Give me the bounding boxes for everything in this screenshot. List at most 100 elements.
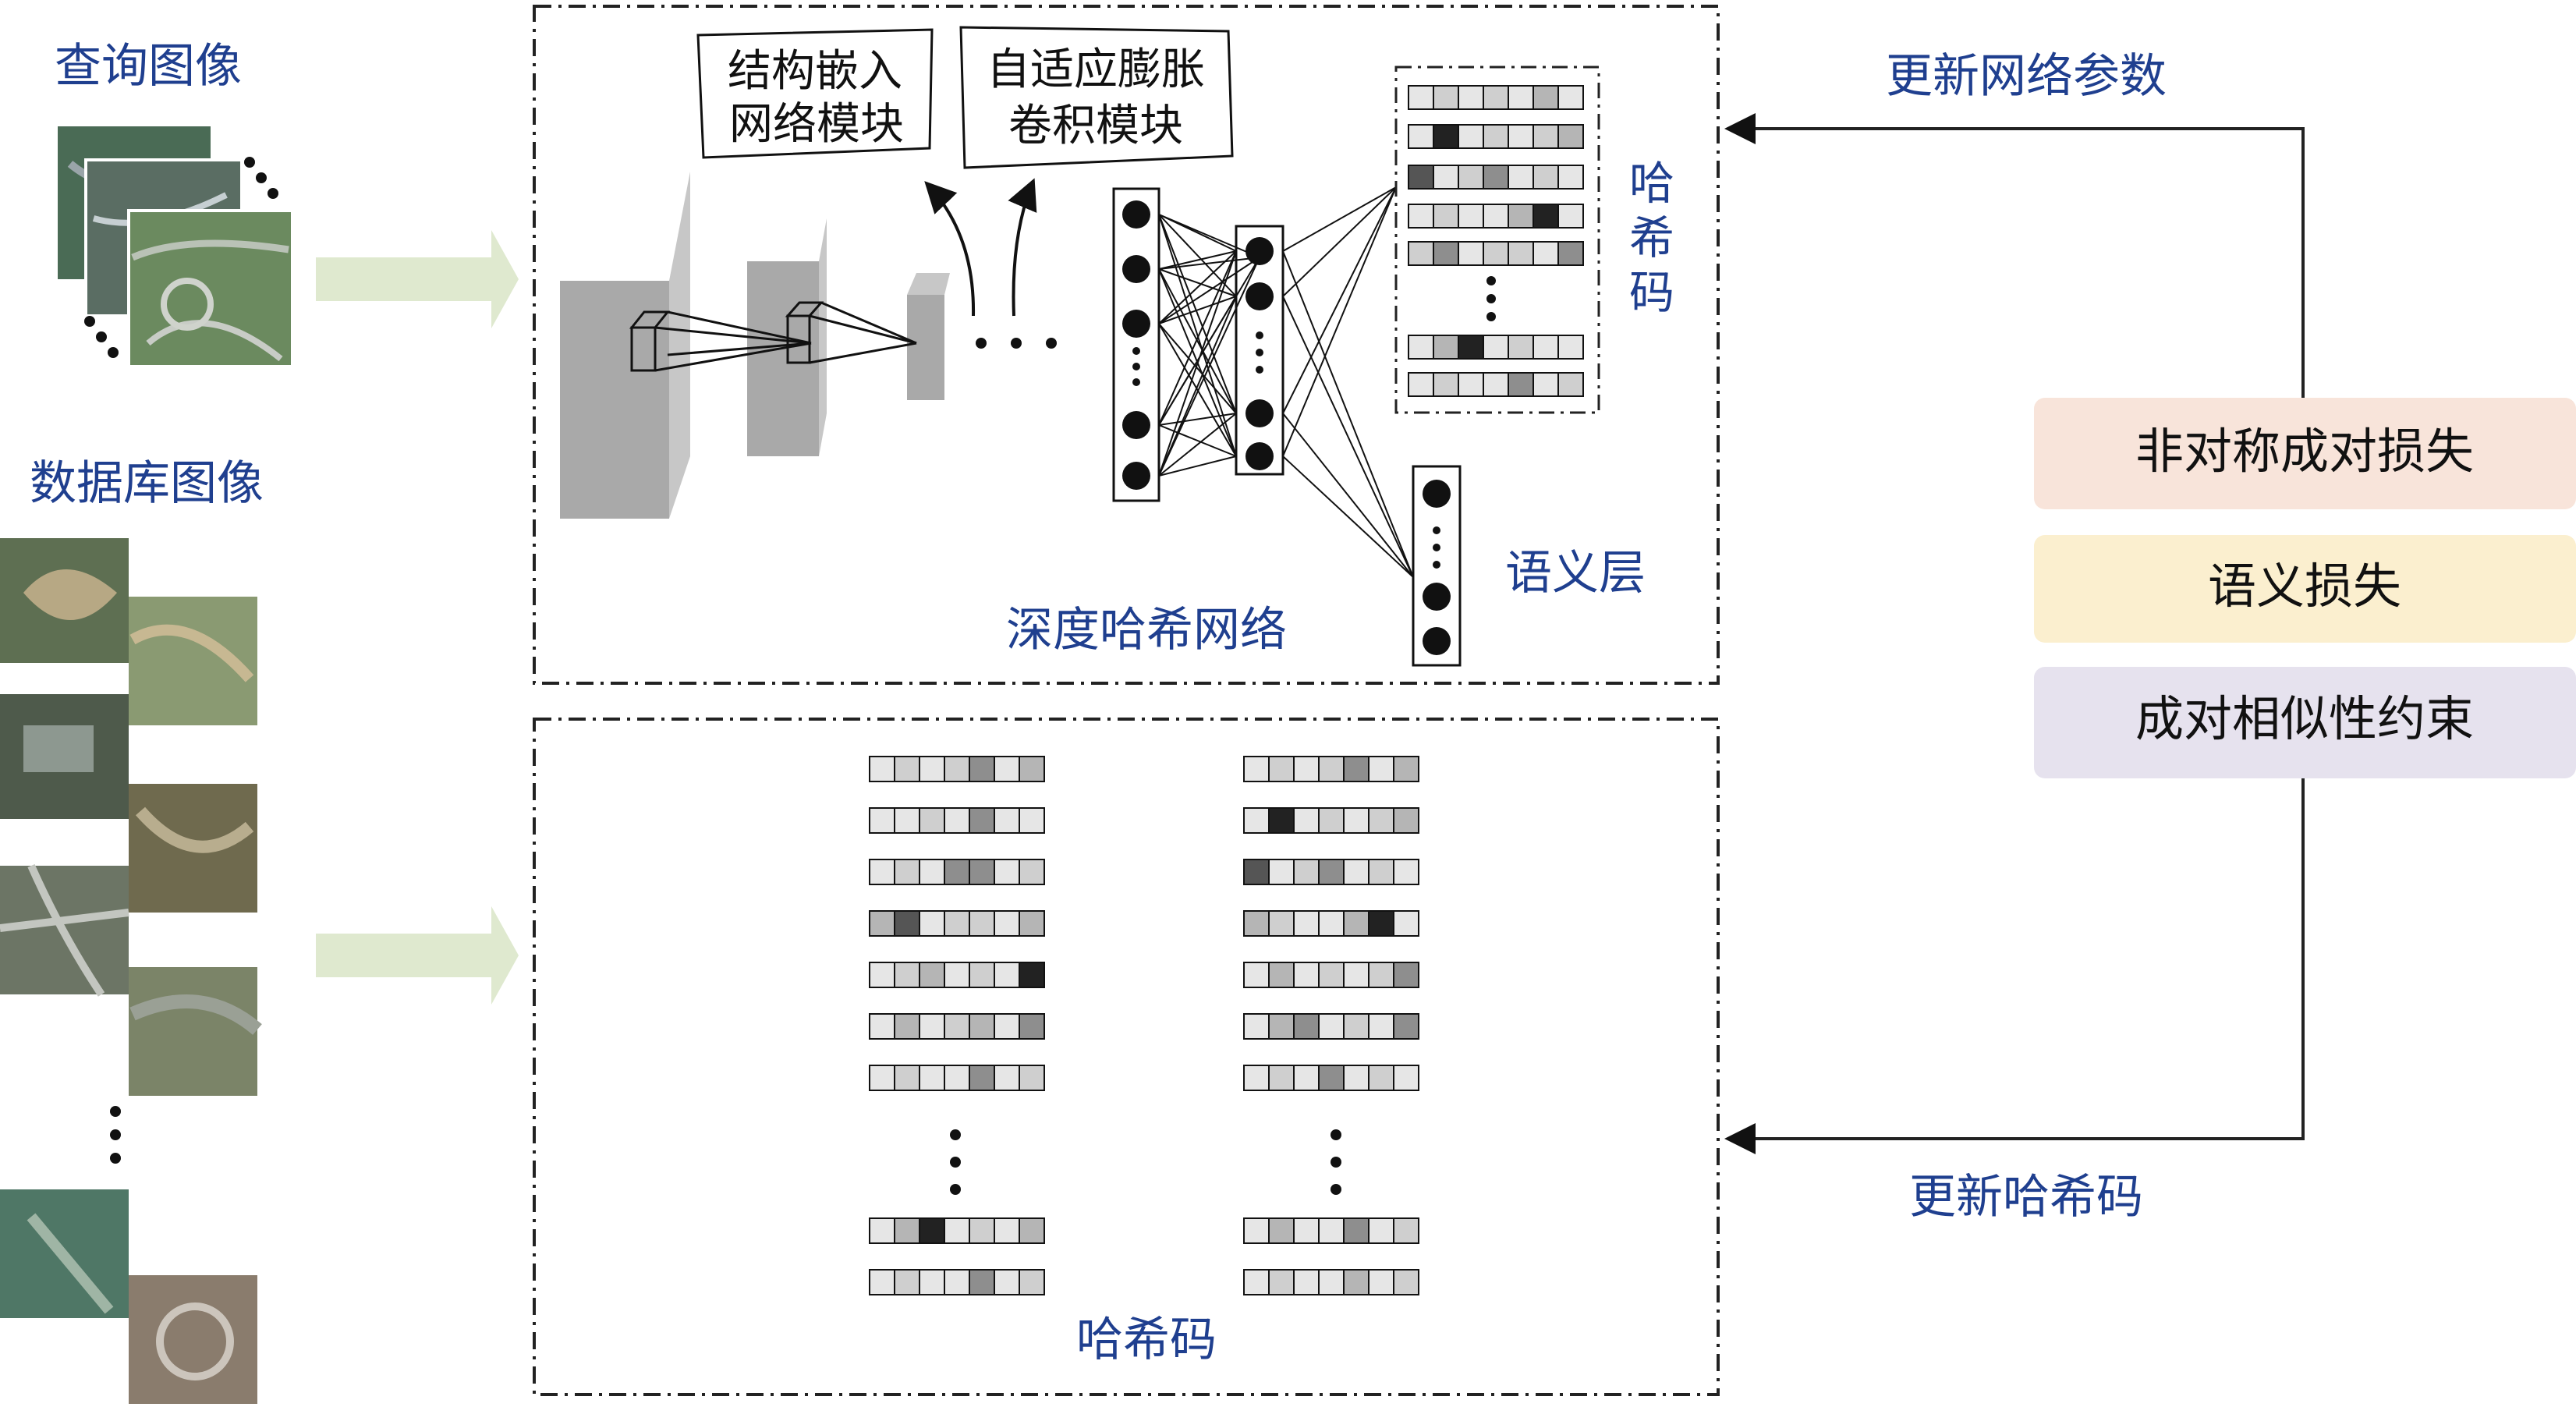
ellipsis-dot (950, 1129, 961, 1140)
hash-bit-cell (1532, 124, 1559, 149)
hash-code-row (1243, 1269, 1419, 1295)
hash-bit-cell (894, 859, 920, 885)
hash-bit-cell (1343, 962, 1369, 988)
hash-bit-cell (1458, 241, 1484, 266)
hash-bit-cell (994, 910, 1020, 937)
hash-code-box (533, 718, 1720, 1396)
ellipsis-dot (1331, 1129, 1341, 1140)
hash-bit-cell (1393, 1013, 1419, 1040)
hash-bit-cell (1393, 756, 1419, 782)
hash-bit-cell (1268, 807, 1295, 834)
hash-bit-cell (1557, 335, 1584, 360)
hash-bit-cell (1408, 124, 1434, 149)
hash-bit-cell (994, 1217, 1020, 1244)
hash-bit-cell (969, 962, 995, 988)
conv-layers (560, 172, 1057, 519)
hash-bit-cell (894, 1065, 920, 1091)
hash-bit-cell (1368, 1013, 1394, 1040)
hash-bit-cell (869, 1065, 895, 1091)
hash-bit-cell (1019, 1013, 1045, 1040)
query-image-stack (55, 123, 294, 368)
loss-box-asymmetric (2034, 398, 2576, 509)
hash-bit-cell (869, 756, 895, 782)
hash-bit-cell (1293, 910, 1320, 937)
hash-bit-cell (1243, 1217, 1270, 1244)
hash-bit-cell (1393, 1217, 1419, 1244)
fc-layers (1112, 186, 1462, 667)
hash-bit-cell (1483, 165, 1509, 190)
hash-code-bottom-label: 哈希码 (1076, 1313, 1217, 1367)
ellipsis-dot (1331, 1157, 1341, 1168)
hash-bit-cell (969, 910, 995, 937)
hash-bit-cell (944, 962, 970, 988)
hash-bit-cell (944, 910, 970, 937)
hash-bit-cell (994, 1013, 1020, 1040)
hash-bit-cell (1268, 962, 1295, 988)
hash-bit-cell (894, 1217, 920, 1244)
hash-bit-cell (1343, 1065, 1369, 1091)
fc-layer-1 (1112, 187, 1160, 502)
hash-bit-cell (919, 1269, 945, 1295)
hash-code-panel (1394, 66, 1600, 414)
hash-code-row (1243, 1217, 1419, 1244)
hash-bit-cell (944, 756, 970, 782)
structure-module-line1: 结构嵌入 (728, 46, 902, 97)
hash-bit-cell (1508, 335, 1534, 360)
hash-bit-cell (1293, 962, 1320, 988)
satellite-thumbnail-icon (129, 1275, 257, 1404)
hash-code-row (1408, 241, 1584, 266)
hash-code-side-char-2: 希 (1629, 211, 1674, 264)
hash-bit-cell (1019, 962, 1045, 988)
hash-bit-cell (1019, 859, 1045, 885)
hash-bit-cell (1557, 165, 1584, 190)
ellipsis-dot (1331, 1184, 1341, 1195)
hash-code-row (869, 1013, 1045, 1040)
hash-code-row (1243, 910, 1419, 937)
hash-bit-cell (1483, 204, 1509, 229)
hash-bit-cell (1268, 1013, 1295, 1040)
hash-bit-cell (1557, 124, 1584, 149)
neuron-dot-icon (1122, 255, 1150, 283)
neuron-dot-icon (1245, 237, 1274, 265)
neuron-dot-icon (1122, 310, 1150, 338)
hash-bit-cell (919, 1217, 945, 1244)
hash-bit-cell (919, 807, 945, 834)
hash-bit-cell (1458, 372, 1484, 397)
hash-bit-cell (894, 807, 920, 834)
hash-code-row (1243, 1065, 1419, 1091)
hash-bit-cell (969, 1013, 995, 1040)
hash-bit-cell (919, 756, 945, 782)
hash-bit-cell (1393, 807, 1419, 834)
hash-bit-cell (1393, 910, 1419, 937)
hash-code-row (1408, 124, 1584, 149)
ellipsis-dot (950, 1184, 961, 1195)
hash-bit-cell (1532, 165, 1559, 190)
hash-bit-cell (919, 962, 945, 988)
loss-label-semantic: 语义损失 (2208, 558, 2401, 615)
hash-bit-cell (1293, 807, 1320, 834)
hash-bit-cell (994, 807, 1020, 834)
hash-bit-cell (994, 1269, 1020, 1295)
hash-bit-cell (1019, 1269, 1045, 1295)
update-params-arrow (1724, 113, 2305, 398)
hash-bit-cell (1532, 241, 1559, 266)
hash-bit-cell (1243, 910, 1270, 937)
hash-code-row (869, 756, 1045, 782)
hash-bit-cell (994, 962, 1020, 988)
hash-bit-cell (944, 1065, 970, 1091)
adaptive-module-box (959, 26, 1234, 169)
hash-bit-cell (1433, 204, 1459, 229)
hash-bit-cell (969, 756, 995, 782)
hash-bit-cell (869, 1217, 895, 1244)
hash-bit-cell (1532, 85, 1559, 110)
database-images-label: 数据库图像 (30, 456, 264, 511)
hash-bit-cell (1318, 859, 1345, 885)
hash-bit-cell (1268, 756, 1295, 782)
hash-bit-cell (1268, 1217, 1295, 1244)
hash-code-row (1408, 335, 1584, 360)
hash-bit-cell (1508, 85, 1534, 110)
hash-bit-cell (1483, 335, 1509, 360)
structure-module-box (696, 28, 934, 159)
hash-bit-cell (1458, 335, 1484, 360)
deep-hash-network-box (533, 5, 1720, 685)
